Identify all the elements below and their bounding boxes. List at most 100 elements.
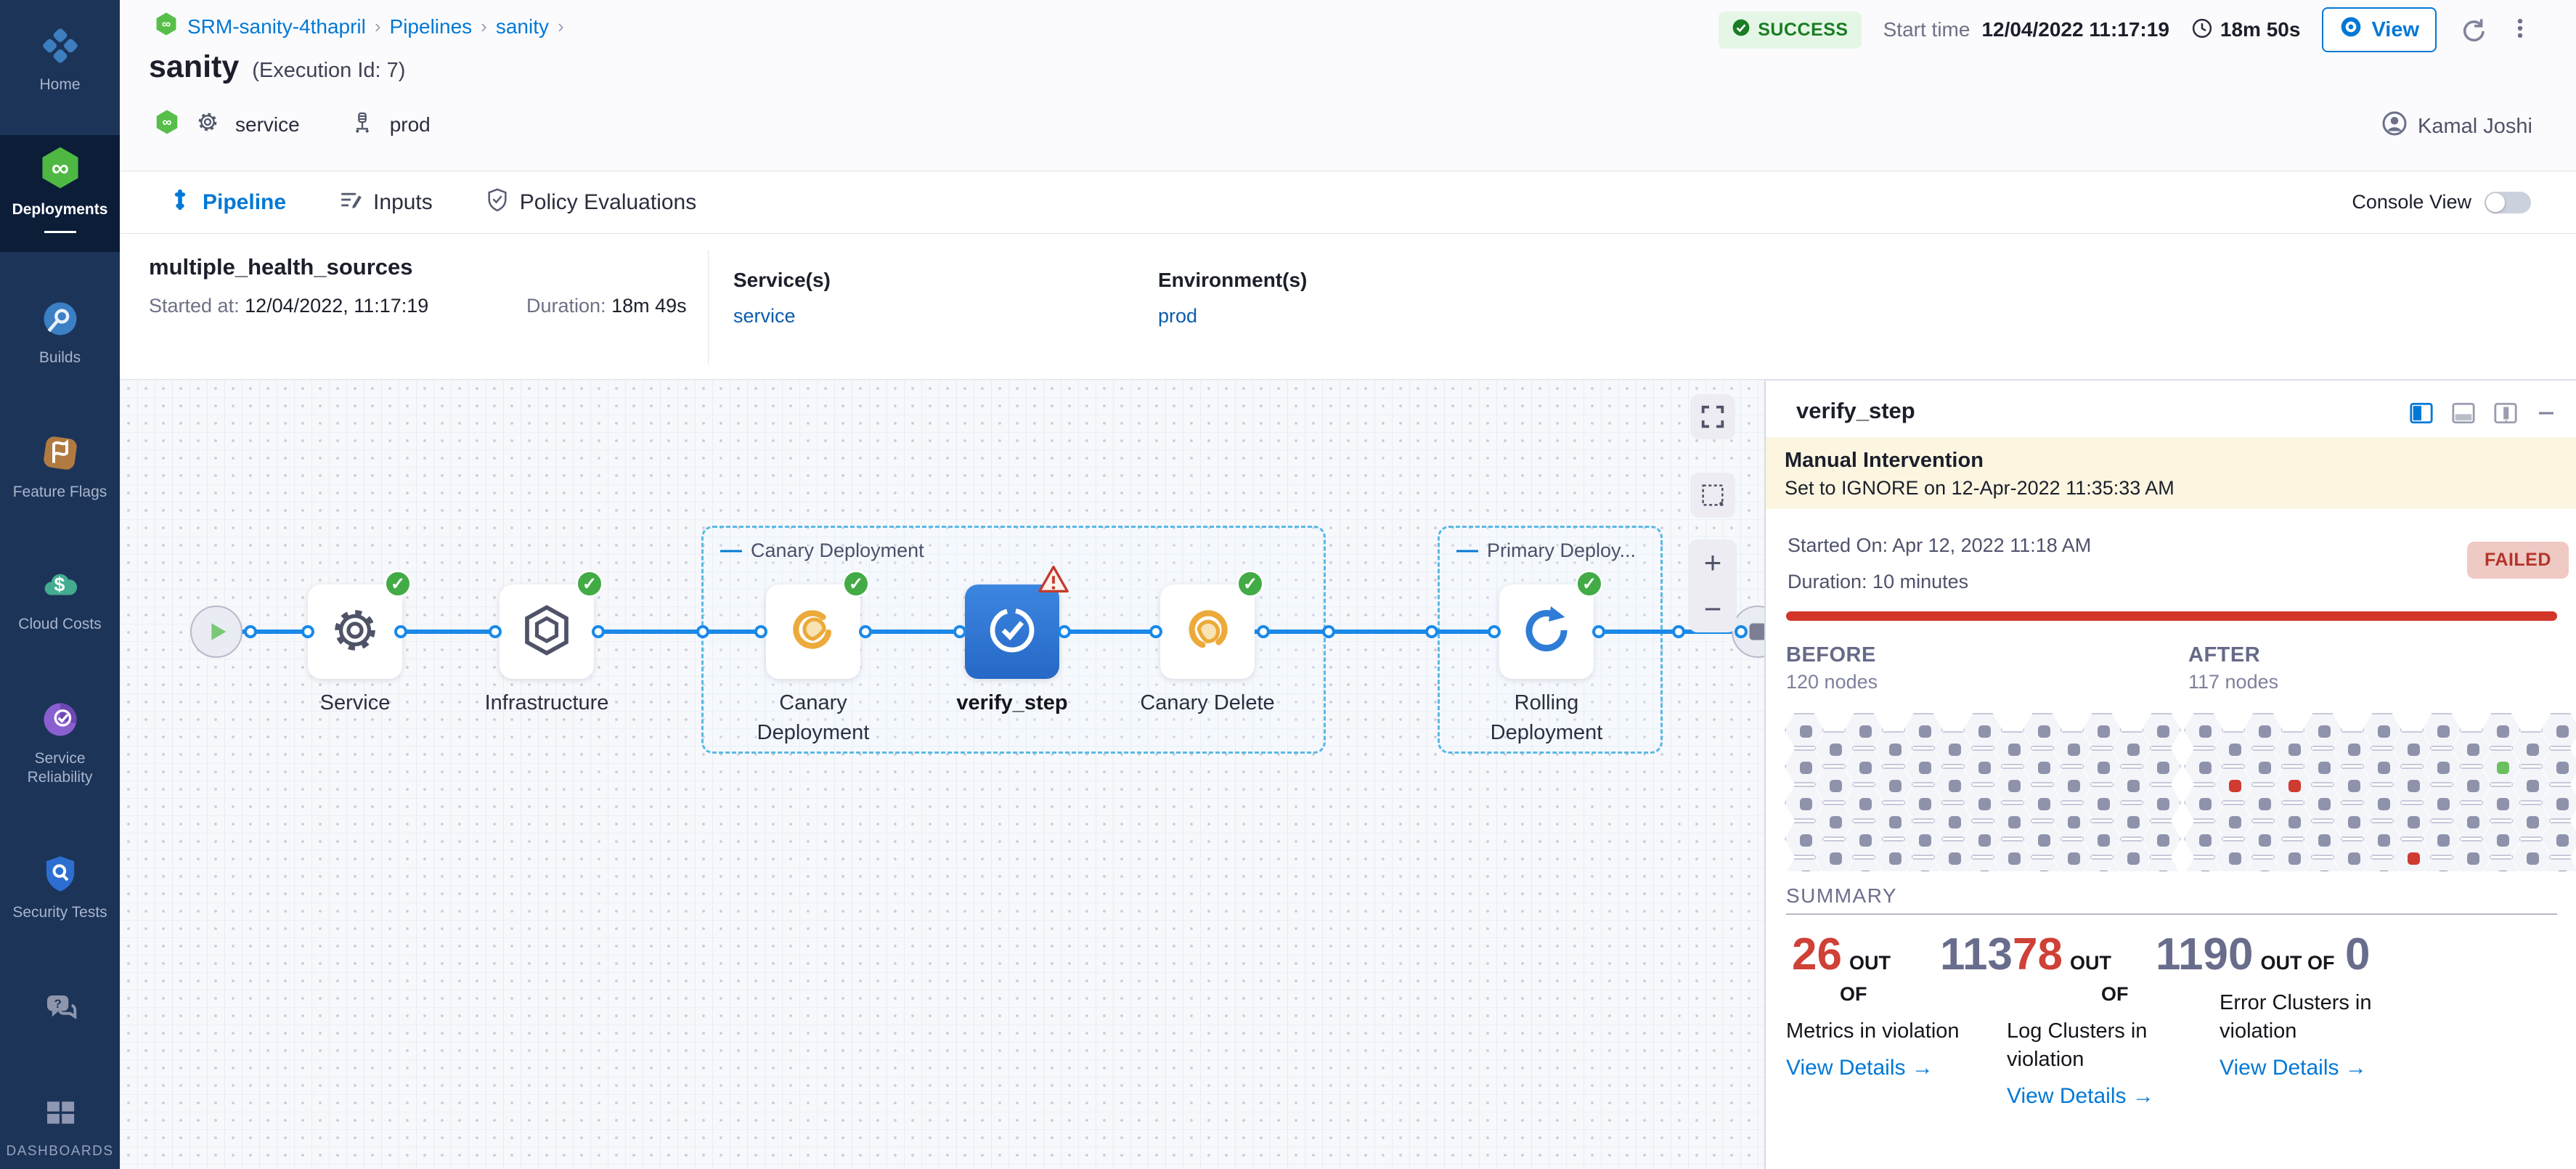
node-hex-cell[interactable]: [1904, 713, 1943, 747]
node-hex-cell[interactable]: [2333, 804, 2372, 838]
console-view-toggle[interactable]: [2485, 191, 2531, 213]
node-hex-cell[interactable]: [2243, 713, 2283, 747]
node-hex-cell[interactable]: [2422, 822, 2461, 856]
environment-link[interactable]: prod: [1158, 305, 1198, 327]
node-hex-cell[interactable]: [1933, 804, 1973, 838]
node-hex-cell[interactable]: [2422, 713, 2461, 747]
node-hex-cell[interactable]: [1785, 786, 1824, 820]
minimize-icon[interactable]: [2535, 402, 2557, 428]
node-hex-cell[interactable]: [2511, 731, 2551, 765]
pipeline-node-verify_step[interactable]: [965, 584, 1059, 679]
node-hex-cell[interactable]: [2023, 713, 2062, 747]
node-hex-cell[interactable]: [2303, 713, 2342, 747]
node-hex-cell[interactable]: [1785, 713, 1824, 747]
kebab-menu-icon[interactable]: [2508, 16, 2532, 44]
node-hex-cell[interactable]: [2243, 822, 2283, 856]
node-hex-cell[interactable]: [2082, 786, 2121, 820]
node-hex-cell[interactable]: [1785, 822, 1824, 856]
node-hex-cell[interactable]: [2112, 804, 2151, 838]
node-hex-cell[interactable]: [2333, 731, 2372, 765]
fullscreen-button[interactable]: [1690, 394, 1735, 439]
node-hex-cell[interactable]: [1844, 749, 1883, 783]
sidebar-item-service-reliability[interactable]: Service Reliability: [0, 690, 120, 788]
node-hex-cell[interactable]: [2112, 767, 2151, 802]
sidebar-item-builds[interactable]: Builds: [0, 289, 120, 367]
node-hex-cell[interactable]: [2392, 804, 2432, 838]
node-hex-cell[interactable]: [2214, 804, 2253, 838]
node-hex-cell[interactable]: [2112, 731, 2151, 765]
node-hex-cell[interactable]: [2363, 749, 2402, 783]
node-hex-cell[interactable]: [1785, 749, 1824, 783]
node-hex-cell[interactable]: [2482, 822, 2521, 856]
node-hex-cell[interactable]: [2303, 786, 2342, 820]
node-hex-cell[interactable]: [2482, 713, 2521, 747]
node-hex-cell[interactable]: [2214, 767, 2253, 802]
node-hex-cell[interactable]: [1963, 749, 2002, 783]
view-details-link[interactable]: View Details →: [2220, 1056, 2367, 1080]
sidebar-item-deployments[interactable]: ∞Deployments: [0, 135, 120, 253]
node-hex-cell[interactable]: [2053, 804, 2092, 838]
node-hex-cell[interactable]: [2184, 822, 2223, 856]
node-hex-cell[interactable]: [2511, 804, 2551, 838]
node-hex-cell[interactable]: [2333, 767, 2372, 802]
node-hex-cell[interactable]: [2303, 749, 2342, 783]
node-hex-cell[interactable]: [2184, 713, 2223, 747]
context-service[interactable]: service: [235, 113, 300, 136]
node-hex-cell[interactable]: [2452, 767, 2491, 802]
sidebar-item-security-tests[interactable]: Security Tests: [0, 844, 120, 922]
node-hex-cell[interactable]: [2142, 749, 2181, 783]
node-hex-cell[interactable]: [2422, 786, 2461, 820]
node-hex-cell[interactable]: [1993, 731, 2032, 765]
zoom-out-button[interactable]: −: [1703, 592, 1722, 626]
breadcrumb-link[interactable]: Pipelines: [389, 15, 473, 38]
node-hex-cell[interactable]: [2082, 822, 2121, 856]
view-details-link[interactable]: View Details →: [2007, 1084, 2154, 1109]
breadcrumb-link[interactable]: sanity: [495, 15, 549, 38]
node-hex-cell[interactable]: [2303, 822, 2342, 856]
context-environment[interactable]: prod: [389, 113, 431, 136]
node-hex-cell[interactable]: [2392, 731, 2432, 765]
pipeline-node-rolling-deployment[interactable]: [1499, 584, 1594, 679]
node-hex-cell[interactable]: [1814, 731, 1854, 765]
node-hex-cell[interactable]: [2142, 713, 2181, 747]
node-hex-cell[interactable]: [1844, 822, 1883, 856]
tab-pipeline[interactable]: Pipeline: [168, 187, 286, 218]
node-hex-cell[interactable]: [1904, 749, 1943, 783]
node-hex-cell[interactable]: [2082, 749, 2121, 783]
sidebar-item-dashboards[interactable]: DASHBOARDS: [0, 1083, 120, 1160]
node-hex-cell[interactable]: [2243, 786, 2283, 820]
node-hex-cell[interactable]: [2023, 749, 2062, 783]
node-hex-cell[interactable]: [2023, 786, 2062, 820]
node-hex-cell[interactable]: [1874, 731, 1913, 765]
pipeline-node-service[interactable]: [308, 584, 402, 679]
node-hex-cell[interactable]: [1993, 767, 2032, 802]
node-hex-cell[interactable]: [1993, 804, 2032, 838]
node-hex-cell[interactable]: [2053, 731, 2092, 765]
node-hex-cell[interactable]: [1963, 786, 2002, 820]
node-hex-cell[interactable]: [1844, 713, 1883, 747]
node-hex-cell[interactable]: [2482, 749, 2521, 783]
node-hex-cell[interactable]: [2363, 713, 2402, 747]
node-hex-cell[interactable]: [2422, 749, 2461, 783]
layout-split-right-icon[interactable]: [2409, 401, 2434, 429]
node-hex-cell[interactable]: [2273, 804, 2312, 838]
sidebar-item-feature-flags[interactable]: Feature Flags: [0, 423, 120, 502]
sidebar-item-home[interactable]: Home: [0, 16, 120, 94]
breadcrumb-link[interactable]: SRM-sanity-4thapril: [187, 15, 366, 38]
node-hex-cell[interactable]: [2363, 822, 2402, 856]
collapse-group-icon[interactable]: —: [720, 538, 742, 562]
node-hex-cell[interactable]: [2511, 767, 2551, 802]
pipeline-node-canary-delete[interactable]: [1160, 584, 1255, 679]
node-hex-cell[interactable]: [2082, 713, 2121, 747]
node-hex-cell[interactable]: [1874, 767, 1913, 802]
pipeline-node-infrastructure[interactable]: [500, 584, 594, 679]
node-hex-cell[interactable]: [2243, 749, 2283, 783]
collapse-group-icon[interactable]: —: [1456, 538, 1478, 562]
node-hex-cell[interactable]: [1874, 804, 1913, 838]
tab-inputs[interactable]: Inputs: [338, 187, 433, 218]
service-link[interactable]: service: [733, 305, 796, 327]
node-hex-cell[interactable]: [1963, 713, 2002, 747]
node-hex-cell[interactable]: [1844, 786, 1883, 820]
sidebar-item-help[interactable]: ?: [0, 979, 120, 1032]
view-button[interactable]: View: [2322, 7, 2437, 52]
